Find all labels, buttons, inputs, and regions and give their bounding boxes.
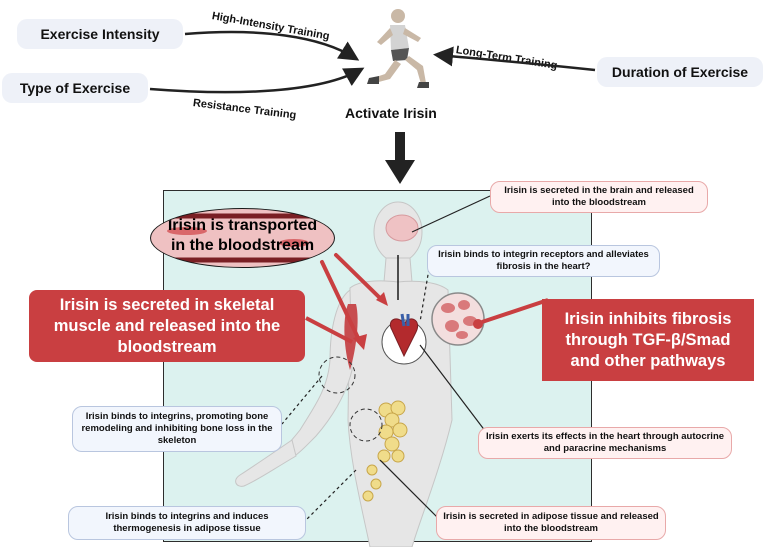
adipose-note-text: Irisin is secreted in adipose tissue and… xyxy=(443,511,659,534)
heart-receptor-note-text: Irisin binds to integrin receptors and a… xyxy=(438,249,649,272)
bloodstream-callout-text: Irisin is transported in the bloodstream xyxy=(167,217,318,254)
brain-icon xyxy=(385,214,419,242)
down-arrow-icon xyxy=(385,132,415,184)
fibrosis-tissue-icon xyxy=(431,292,485,346)
intensity-arrow xyxy=(184,30,360,61)
duration-arrow xyxy=(433,46,596,72)
activate-irisin-label: Activate Irisin xyxy=(345,105,437,121)
skeletal-muscle-box: Irisin is secreted in skeletal muscle an… xyxy=(29,290,305,362)
exercise-intensity-box: Exercise Intensity xyxy=(17,19,183,49)
bone-note-text: Irisin binds to integrins, promoting bon… xyxy=(81,411,273,446)
duration-of-exercise-label: Duration of Exercise xyxy=(611,64,749,80)
heart-receptor-note: Irisin binds to integrin receptors and a… xyxy=(427,245,660,277)
adipose-tissue-icon xyxy=(362,400,408,502)
type-of-exercise-label: Type of Exercise xyxy=(19,80,131,96)
runner-icon xyxy=(367,9,429,88)
duration-of-exercise-box: Duration of Exercise xyxy=(597,57,763,87)
thermogenesis-note-text: Irisin binds to integrins and induces th… xyxy=(105,511,269,534)
top-flow-arrows xyxy=(149,9,596,184)
exercise-intensity-label: Exercise Intensity xyxy=(40,26,160,42)
fibrosis-text: Irisin inhibits fibrosis through TGF-β/S… xyxy=(564,309,732,370)
heart-icon xyxy=(381,313,427,365)
type-arrow xyxy=(149,67,365,94)
blood-cell xyxy=(167,227,207,235)
bloodstream-red-arrows xyxy=(320,253,384,344)
adipose-note: Irisin is secreted in adipose tissue and… xyxy=(436,506,666,540)
bloodstream-callout: Irisin is transported in the bloodstream xyxy=(150,208,335,268)
bone-note: Irisin binds to integrins, promoting bon… xyxy=(72,406,282,452)
blood-cell xyxy=(279,239,309,247)
connector-lines xyxy=(281,195,493,521)
bone-zoom-circle xyxy=(318,356,356,394)
heart-autocrine-note: Irisin exerts its effects in the heart t… xyxy=(478,427,732,459)
fibrosis-box: Irisin inhibits fibrosis through TGF-β/S… xyxy=(542,299,754,381)
brain-note-text: Irisin is secreted in the brain and rele… xyxy=(504,185,694,208)
brain-note: Irisin is secreted in the brain and rele… xyxy=(490,181,708,213)
skeletal-muscle-text: Irisin is secreted in skeletal muscle an… xyxy=(53,295,281,356)
adipose-zoom-circle xyxy=(349,408,383,442)
type-of-exercise-box: Type of Exercise xyxy=(2,73,148,103)
thermogenesis-note: Irisin binds to integrins and induces th… xyxy=(68,506,306,540)
heart-autocrine-note-text: Irisin exerts its effects in the heart t… xyxy=(485,431,725,454)
